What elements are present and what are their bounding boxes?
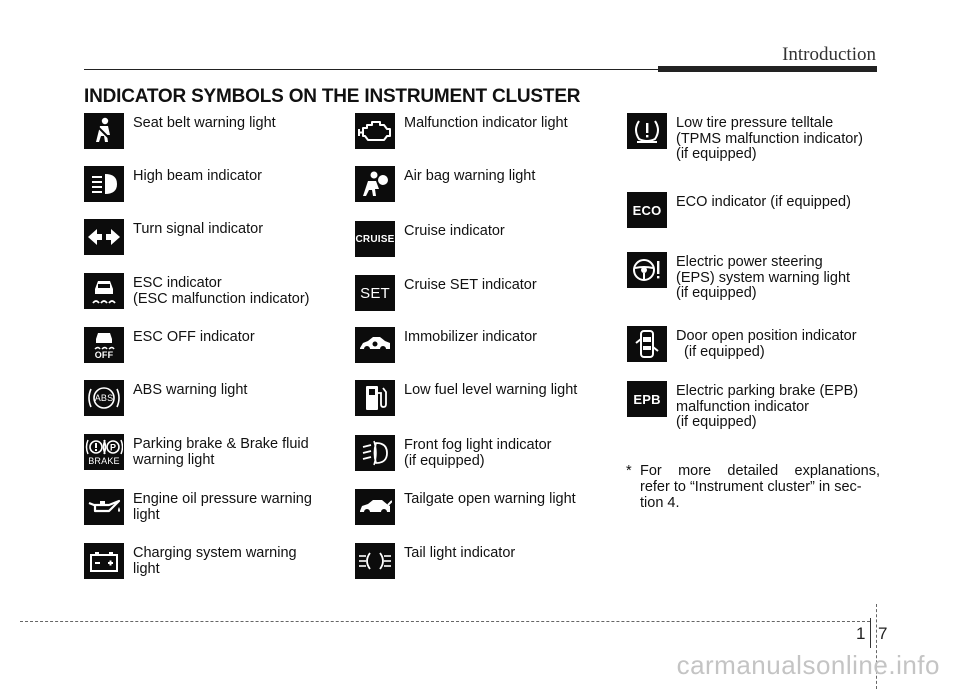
list-item-abs: ABS ABS warning light bbox=[84, 380, 247, 416]
section-header: Introduction bbox=[782, 44, 876, 65]
epb-icon: EPB bbox=[627, 381, 667, 417]
item-label: Tail light indicator bbox=[404, 545, 516, 561]
tailgate-icon bbox=[355, 489, 395, 525]
item-label: Tailgate open warning light bbox=[404, 491, 576, 507]
brake-text: BRAKE bbox=[88, 456, 120, 466]
door-open-icon bbox=[627, 326, 667, 362]
list-item-esc: ESC indicator (ESC malfunction indicator… bbox=[84, 273, 310, 309]
abs-icon: ABS bbox=[84, 380, 124, 416]
list-item-eco: ECO ECO indicator (if equipped) bbox=[627, 192, 851, 228]
immobilizer-icon bbox=[355, 327, 395, 363]
item-label: Engine oil pressure warning light bbox=[133, 491, 312, 523]
eps-icon bbox=[627, 252, 667, 288]
item-label: ESC indicator (ESC malfunction indicator… bbox=[133, 275, 310, 307]
list-item-malfunction: Malfunction indicator light bbox=[355, 113, 568, 149]
item-label: Cruise SET indicator bbox=[404, 277, 537, 293]
high-beam-icon bbox=[84, 166, 124, 202]
battery-icon bbox=[84, 543, 124, 579]
oil-pressure-icon bbox=[84, 489, 124, 525]
cruise-set-icon: SET bbox=[355, 275, 395, 311]
item-label: ECO indicator (if equipped) bbox=[676, 194, 851, 210]
footnote-line-2: refer to “Instrument cluster” in sec- ti… bbox=[640, 479, 862, 511]
page-number: 7 bbox=[878, 624, 888, 643]
item-label: ABS warning light bbox=[133, 382, 248, 398]
header-thick-rule bbox=[658, 66, 877, 72]
set-text: SET bbox=[360, 284, 390, 302]
list-item-cruise: CRUISE Cruise indicator bbox=[355, 221, 505, 257]
esc-icon bbox=[84, 273, 124, 309]
cruise-text: CRUISE bbox=[355, 233, 395, 245]
list-item-charging: Charging system warning light bbox=[84, 543, 297, 579]
turn-signal-icon bbox=[84, 219, 124, 255]
page-number-divider bbox=[870, 618, 871, 648]
tail-light-icon bbox=[355, 543, 395, 579]
list-item-low-fuel: Low fuel level warning light bbox=[355, 380, 577, 416]
footer-rule bbox=[20, 621, 870, 622]
list-item-airbag: Air bag warning light bbox=[355, 166, 535, 202]
esc-off-text: OFF bbox=[94, 350, 114, 360]
item-label: Seat belt warning light bbox=[133, 115, 276, 131]
list-item-high-beam: High beam indicator bbox=[84, 166, 262, 202]
list-item-fog-light: Front fog light indicator (if equipped) bbox=[355, 435, 552, 471]
item-label: High beam indicator bbox=[133, 168, 262, 184]
list-item-parking-brake: P BRAKE Parking brake & Brake fluid warn… bbox=[84, 434, 309, 470]
footnote: * For more detailed explanations, refer … bbox=[626, 463, 880, 511]
item-label: Air bag warning light bbox=[404, 168, 536, 184]
item-label: Malfunction indicator light bbox=[404, 115, 568, 131]
item-label: ESC OFF indicator bbox=[133, 329, 255, 345]
epb-text: EPB bbox=[633, 391, 661, 407]
item-label: Cruise indicator bbox=[404, 223, 505, 239]
page-title: INDICATOR SYMBOLS ON THE INSTRUMENT CLUS… bbox=[84, 86, 581, 107]
item-label: Charging system warning light bbox=[133, 545, 297, 577]
eco-text: ECO bbox=[632, 202, 662, 218]
list-item-cruise-set: SET Cruise SET indicator bbox=[355, 275, 537, 311]
item-label: Electric parking brake (EPB) malfunction… bbox=[676, 383, 859, 430]
seat-belt-icon bbox=[84, 113, 124, 149]
item-label: Front fog light indicator (if equipped) bbox=[404, 437, 552, 469]
list-item-tpms: Low tire pressure telltale (TPMS malfunc… bbox=[627, 113, 863, 163]
esc-off-icon: OFF bbox=[84, 327, 124, 363]
item-label: Immobilizer indicator bbox=[404, 329, 537, 345]
list-item-immobilizer: Immobilizer indicator bbox=[355, 327, 537, 363]
abs-text: ABS bbox=[94, 393, 114, 403]
chapter-number: 1 bbox=[856, 624, 866, 643]
fuel-icon bbox=[355, 380, 395, 416]
parking-brake-icon: P BRAKE bbox=[84, 434, 124, 470]
list-item-tailgate: Tailgate open warning light bbox=[355, 489, 576, 525]
item-label: Door open position indicator (if equippe… bbox=[676, 328, 857, 360]
item-label: Turn signal indicator bbox=[133, 221, 264, 237]
engine-icon bbox=[355, 113, 395, 149]
eco-icon: ECO bbox=[627, 192, 667, 228]
fog-light-icon bbox=[355, 435, 395, 471]
list-item-oil-pressure: Engine oil pressure warning light bbox=[84, 489, 312, 525]
cruise-icon: CRUISE bbox=[355, 221, 395, 257]
header-rule bbox=[84, 69, 877, 70]
list-item-eps: Electric power steering (EPS) system war… bbox=[627, 252, 850, 302]
list-item-esc-off: OFF ESC OFF indicator bbox=[84, 327, 255, 363]
item-label: Low tire pressure telltale (TPMS malfunc… bbox=[676, 115, 863, 162]
footnote-marker: * bbox=[626, 463, 632, 479]
list-item-seat-belt: Seat belt warning light bbox=[84, 113, 276, 149]
footer-crop-mark bbox=[876, 604, 877, 689]
item-label: Low fuel level warning light bbox=[404, 382, 578, 398]
parking-p-text: P bbox=[110, 443, 116, 453]
item-label: Electric power steering (EPS) system war… bbox=[676, 254, 851, 301]
item-label: Parking brake & Brake fluid warning ligh… bbox=[133, 436, 309, 468]
list-item-epb: EPB Electric parking brake (EPB) malfunc… bbox=[627, 381, 858, 431]
tpms-icon bbox=[627, 113, 667, 149]
airbag-icon bbox=[355, 166, 395, 202]
watermark: carmanualsonline.info bbox=[676, 650, 940, 680]
list-item-turn-signal: Turn signal indicator bbox=[84, 219, 263, 255]
list-item-door-open: Door open position indicator (if equippe… bbox=[627, 326, 857, 362]
footnote-line-1: For more detailed explanations, bbox=[640, 463, 880, 479]
list-item-tail-light: Tail light indicator bbox=[355, 543, 515, 579]
